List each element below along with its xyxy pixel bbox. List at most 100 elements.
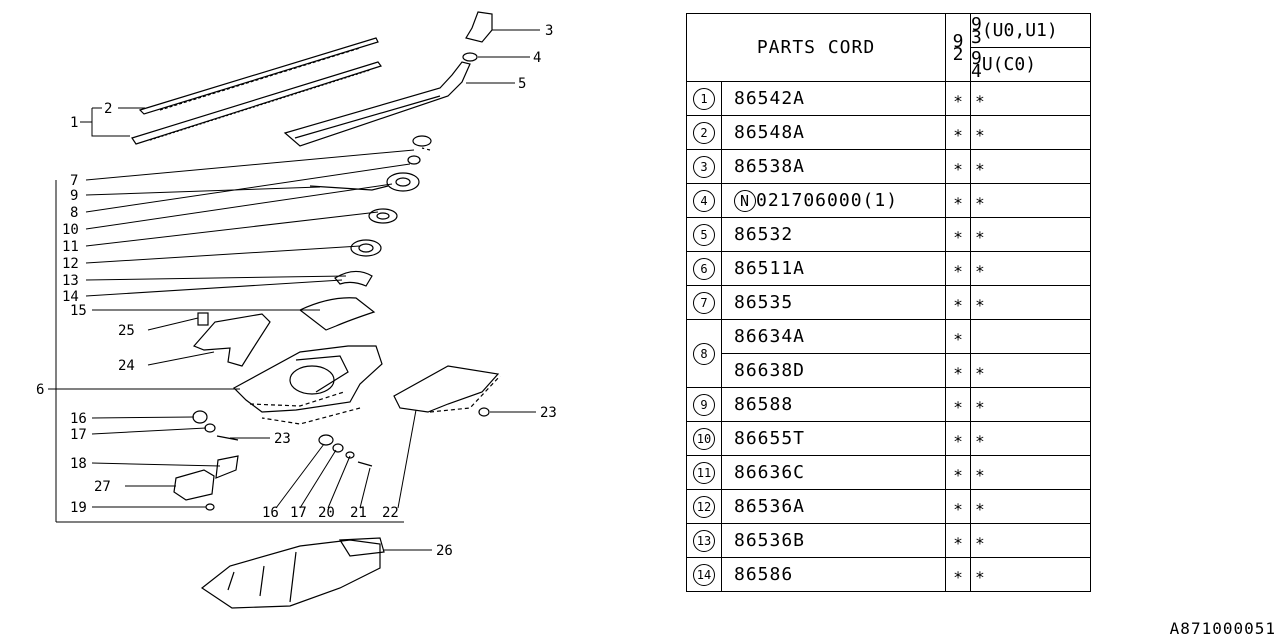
part-code: 86532 [721,217,946,252]
prefix-mark: N [734,189,756,212]
part-code: 86542A [721,81,946,116]
callout-24: 24 [118,358,135,374]
applicability-93-94: ∗ [970,557,1091,592]
applicability-92: ∗ [945,489,971,524]
part-code: 86548A [721,115,946,150]
callout-27: 27 [94,479,111,495]
part-code: 86636C [721,455,946,490]
item-number: 11 [686,455,722,490]
callout-20: 20 [318,505,335,521]
item-number: 4 [686,183,722,218]
applicability-92: ∗ [945,183,971,218]
item-number: 1 [686,81,722,116]
part-code: 86655T [721,421,946,456]
item-number: 2 [686,115,722,150]
applicability-92: ∗ [945,353,971,388]
applicability-92: ∗ [945,557,971,592]
applicability-93-94: ∗ [970,455,1091,490]
callout-18: 18 [70,456,87,472]
callout-1: 1 [70,115,78,131]
diagram-reference-code: A871000051 [1169,619,1276,638]
wiper-arm [283,61,471,147]
part-code: 86588 [721,387,946,422]
applicability-93-94: ∗ [970,217,1091,252]
applicability-93-94: ∗ [970,149,1091,184]
callout-2: 2 [104,101,112,117]
applicability-93-94: ∗ [970,421,1091,456]
relay [173,469,215,501]
table-title: PARTS CORD [686,13,946,82]
part-code: 86536B [721,523,946,558]
applicability-92: ∗ [945,455,971,490]
callout-10: 10 [62,222,79,238]
callout-16b: 16 [262,505,279,521]
callout-15: 15 [70,303,87,319]
exploded-view-diagram: 1 2 3 4 5 6 7 9 8 10 11 12 13 14 15 25 2… [36,11,557,609]
callout-19: 19 [70,500,87,516]
part-code: 86511A [721,251,946,286]
part-code: 86535 [721,285,946,320]
callout-7: 7 [70,173,78,189]
callout-9: 9 [70,188,78,204]
applicability-92: ∗ [945,251,971,286]
item-number: 8 [686,319,722,388]
applicability-93-94: ∗ [970,523,1091,558]
applicability-92: ∗ [945,149,971,184]
wiper-cap [465,11,493,43]
wiper-blade [131,61,382,145]
applicability-92: ∗ [945,319,971,354]
part-code: 86586 [721,557,946,592]
applicability-92: ∗ [945,421,971,456]
callout-25: 25 [118,323,135,339]
applicability-93-94: ∗ [970,285,1091,320]
applicability-93-94: ∗ [970,81,1091,116]
applicability-93-94: ∗ [970,353,1091,388]
callout-4: 4 [533,50,541,66]
applicability-92: ∗ [945,523,971,558]
table-row: 86638D∗∗ [687,353,1091,388]
callout-5: 5 [518,76,526,92]
callout-21: 21 [350,505,367,521]
leader-lines [48,29,540,551]
item-number: 6 [686,251,722,286]
applicability-92: ∗ [945,387,971,422]
part-code: 86536A [721,489,946,524]
item-number: 10 [686,421,722,456]
cover-15 [298,297,376,331]
item-number: 9 [686,387,722,422]
item-number: 14 [686,557,722,592]
callout-17b: 17 [290,505,307,521]
applicability-92: ∗ [945,115,971,150]
item-number: 3 [686,149,722,184]
item-number: 12 [686,489,722,524]
callout-16a: 16 [70,411,87,427]
callout-11: 11 [62,239,79,255]
item-number: 5 [686,217,722,252]
motor-bracket [192,313,271,367]
applicability-93-94: ∗ [970,489,1091,524]
callout-17a: 17 [70,427,87,443]
part-code: 86538A [721,149,946,184]
callout-12: 12 [62,256,79,272]
applicability-93-94: ∗ [970,183,1091,218]
callout-22: 22 [382,505,399,521]
applicability-93-94: ∗ [970,251,1091,286]
callout-3: 3 [545,23,553,39]
callout-14: 14 [62,289,79,305]
callout-6: 6 [36,382,44,398]
callout-labels: 1 2 3 4 5 6 7 9 8 10 11 12 13 14 15 25 2… [36,23,557,559]
